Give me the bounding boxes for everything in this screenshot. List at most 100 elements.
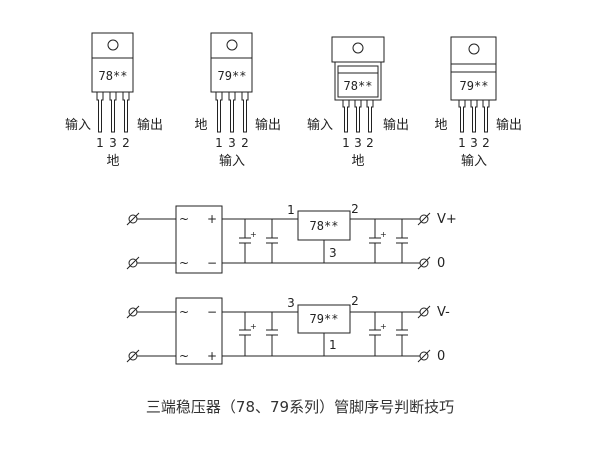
dc-minus-symbol: − bbox=[207, 305, 217, 319]
terminal-slash bbox=[126, 305, 140, 319]
pin-number: 3 bbox=[470, 136, 478, 150]
dc-minus-symbol: − bbox=[207, 256, 217, 270]
mounting-hole bbox=[468, 43, 480, 55]
regulator-pin-bottom: 3 bbox=[329, 246, 337, 260]
dc-plus-symbol: + bbox=[207, 212, 217, 226]
regulator-pin-bottom: 1 bbox=[329, 338, 337, 352]
lead-2 bbox=[482, 99, 490, 133]
ac-symbol: ~ bbox=[179, 212, 189, 226]
bottom-pin-label: 输入 bbox=[219, 153, 245, 169]
dc-plus-symbol: + bbox=[207, 349, 217, 363]
package-body bbox=[91, 57, 134, 93]
output-bypass-capacitor bbox=[396, 312, 408, 356]
right-pin-label: 输出 bbox=[383, 117, 409, 133]
output-bypass-capacitor bbox=[396, 219, 408, 263]
input-terminal-bottom bbox=[126, 349, 140, 363]
output-label-ground: 0 bbox=[437, 349, 445, 364]
package-4: 79** 地 输出 1 3 2 输入 bbox=[434, 36, 522, 169]
regulator-pin-right: 2 bbox=[351, 202, 359, 216]
lead-1 bbox=[342, 99, 350, 133]
regulator-pin-left: 3 bbox=[287, 296, 295, 310]
left-pin-label: 地 bbox=[434, 118, 447, 133]
right-pin-label: 输出 bbox=[496, 117, 522, 133]
bypass-capacitor bbox=[266, 312, 278, 356]
ac-symbol: ~ bbox=[179, 256, 189, 270]
ac-symbol: ~ bbox=[179, 305, 189, 319]
package-1: 78** 输入 输出 1 3 2 地 bbox=[65, 32, 163, 169]
output-terminal-top bbox=[417, 305, 431, 319]
lead-1 bbox=[458, 99, 466, 133]
regulator-part-number: 78** bbox=[310, 219, 339, 233]
regulator-pin-right: 2 bbox=[351, 294, 359, 308]
lead-1 bbox=[96, 91, 104, 133]
polarity-mark: + bbox=[380, 230, 387, 239]
pin-number: 3 bbox=[228, 136, 236, 150]
pin-number: 2 bbox=[366, 136, 374, 150]
lead-3 bbox=[228, 91, 236, 133]
pin-number: 1 bbox=[96, 136, 104, 150]
bridge-box bbox=[175, 205, 223, 274]
regulator-part-number: 79** bbox=[310, 312, 339, 326]
bottom-pin-label: 地 bbox=[106, 154, 119, 169]
right-pin-label: 输出 bbox=[255, 117, 281, 133]
left-pin-label: 输入 bbox=[307, 117, 333, 133]
bridge-rectifier: ~ ~ + − bbox=[175, 205, 223, 274]
pin-number: 2 bbox=[241, 136, 249, 150]
pin-number: 2 bbox=[482, 136, 490, 150]
package-2: 79** 地 输出 1 3 2 输入 bbox=[194, 32, 281, 169]
package-body bbox=[210, 57, 253, 93]
output-terminal-bottom bbox=[417, 256, 431, 270]
output-terminal-top bbox=[417, 212, 431, 226]
right-pin-label: 输出 bbox=[137, 117, 163, 133]
mounting-hole bbox=[107, 39, 119, 51]
regulator-box bbox=[297, 304, 351, 334]
lead-2 bbox=[241, 91, 249, 133]
regulator: 79** 3 2 1 bbox=[287, 294, 359, 356]
output-label-positive: V+ bbox=[437, 212, 457, 227]
pin-number: 1 bbox=[342, 136, 350, 150]
part-number: 79** bbox=[218, 69, 247, 83]
output-label-negative: V- bbox=[437, 305, 450, 320]
lead-3 bbox=[354, 99, 362, 133]
package-body-inner bbox=[337, 65, 379, 98]
terminal-slash bbox=[126, 212, 140, 226]
bridge-box bbox=[175, 297, 223, 365]
polarity-mark: + bbox=[250, 322, 257, 331]
regulator-box bbox=[297, 210, 351, 241]
left-pin-label: 输入 bbox=[65, 117, 91, 133]
terminal-slash bbox=[126, 349, 140, 363]
pin-number: 3 bbox=[354, 136, 362, 150]
regulator: 78** 1 2 3 bbox=[287, 202, 359, 263]
lead-3 bbox=[470, 99, 478, 133]
output-label-ground: 0 bbox=[437, 256, 445, 271]
pin-number: 3 bbox=[109, 136, 117, 150]
mounting-hole bbox=[226, 39, 238, 51]
polarity-mark: + bbox=[380, 322, 387, 331]
terminal-slash bbox=[417, 305, 431, 319]
terminal-slash bbox=[417, 212, 431, 226]
input-terminal-bottom bbox=[126, 256, 140, 270]
circuit-positive-supply: ~ ~ + − + 78** 1 2 3 bbox=[126, 202, 457, 274]
lead-2 bbox=[122, 91, 130, 133]
terminal-slash bbox=[417, 256, 431, 270]
polarity-mark: + bbox=[250, 230, 257, 239]
pin-number: 1 bbox=[458, 136, 466, 150]
part-number: 78** bbox=[99, 69, 128, 83]
circuit-negative-supply: ~ ~ − + + 79** 3 2 1 bbox=[126, 294, 450, 365]
filter-capacitor-polarized: + bbox=[239, 312, 257, 356]
terminal-slash bbox=[126, 256, 140, 270]
lead-2 bbox=[366, 99, 374, 133]
output-capacitor-polarized: + bbox=[369, 219, 387, 263]
bottom-pin-label: 地 bbox=[351, 154, 364, 169]
part-number: 79** bbox=[460, 79, 489, 93]
terminal-slash bbox=[417, 349, 431, 363]
mounting-hole bbox=[352, 42, 364, 54]
package-3: 78** 输入 输出 1 3 2 地 bbox=[307, 36, 409, 169]
pin-number: 2 bbox=[122, 136, 130, 150]
package-body bbox=[450, 63, 497, 101]
regulator-pin-left: 1 bbox=[287, 203, 295, 217]
lead-3 bbox=[109, 91, 117, 133]
filter-capacitor-polarized: + bbox=[239, 219, 257, 263]
bridge-rectifier: ~ ~ − + bbox=[175, 297, 223, 365]
